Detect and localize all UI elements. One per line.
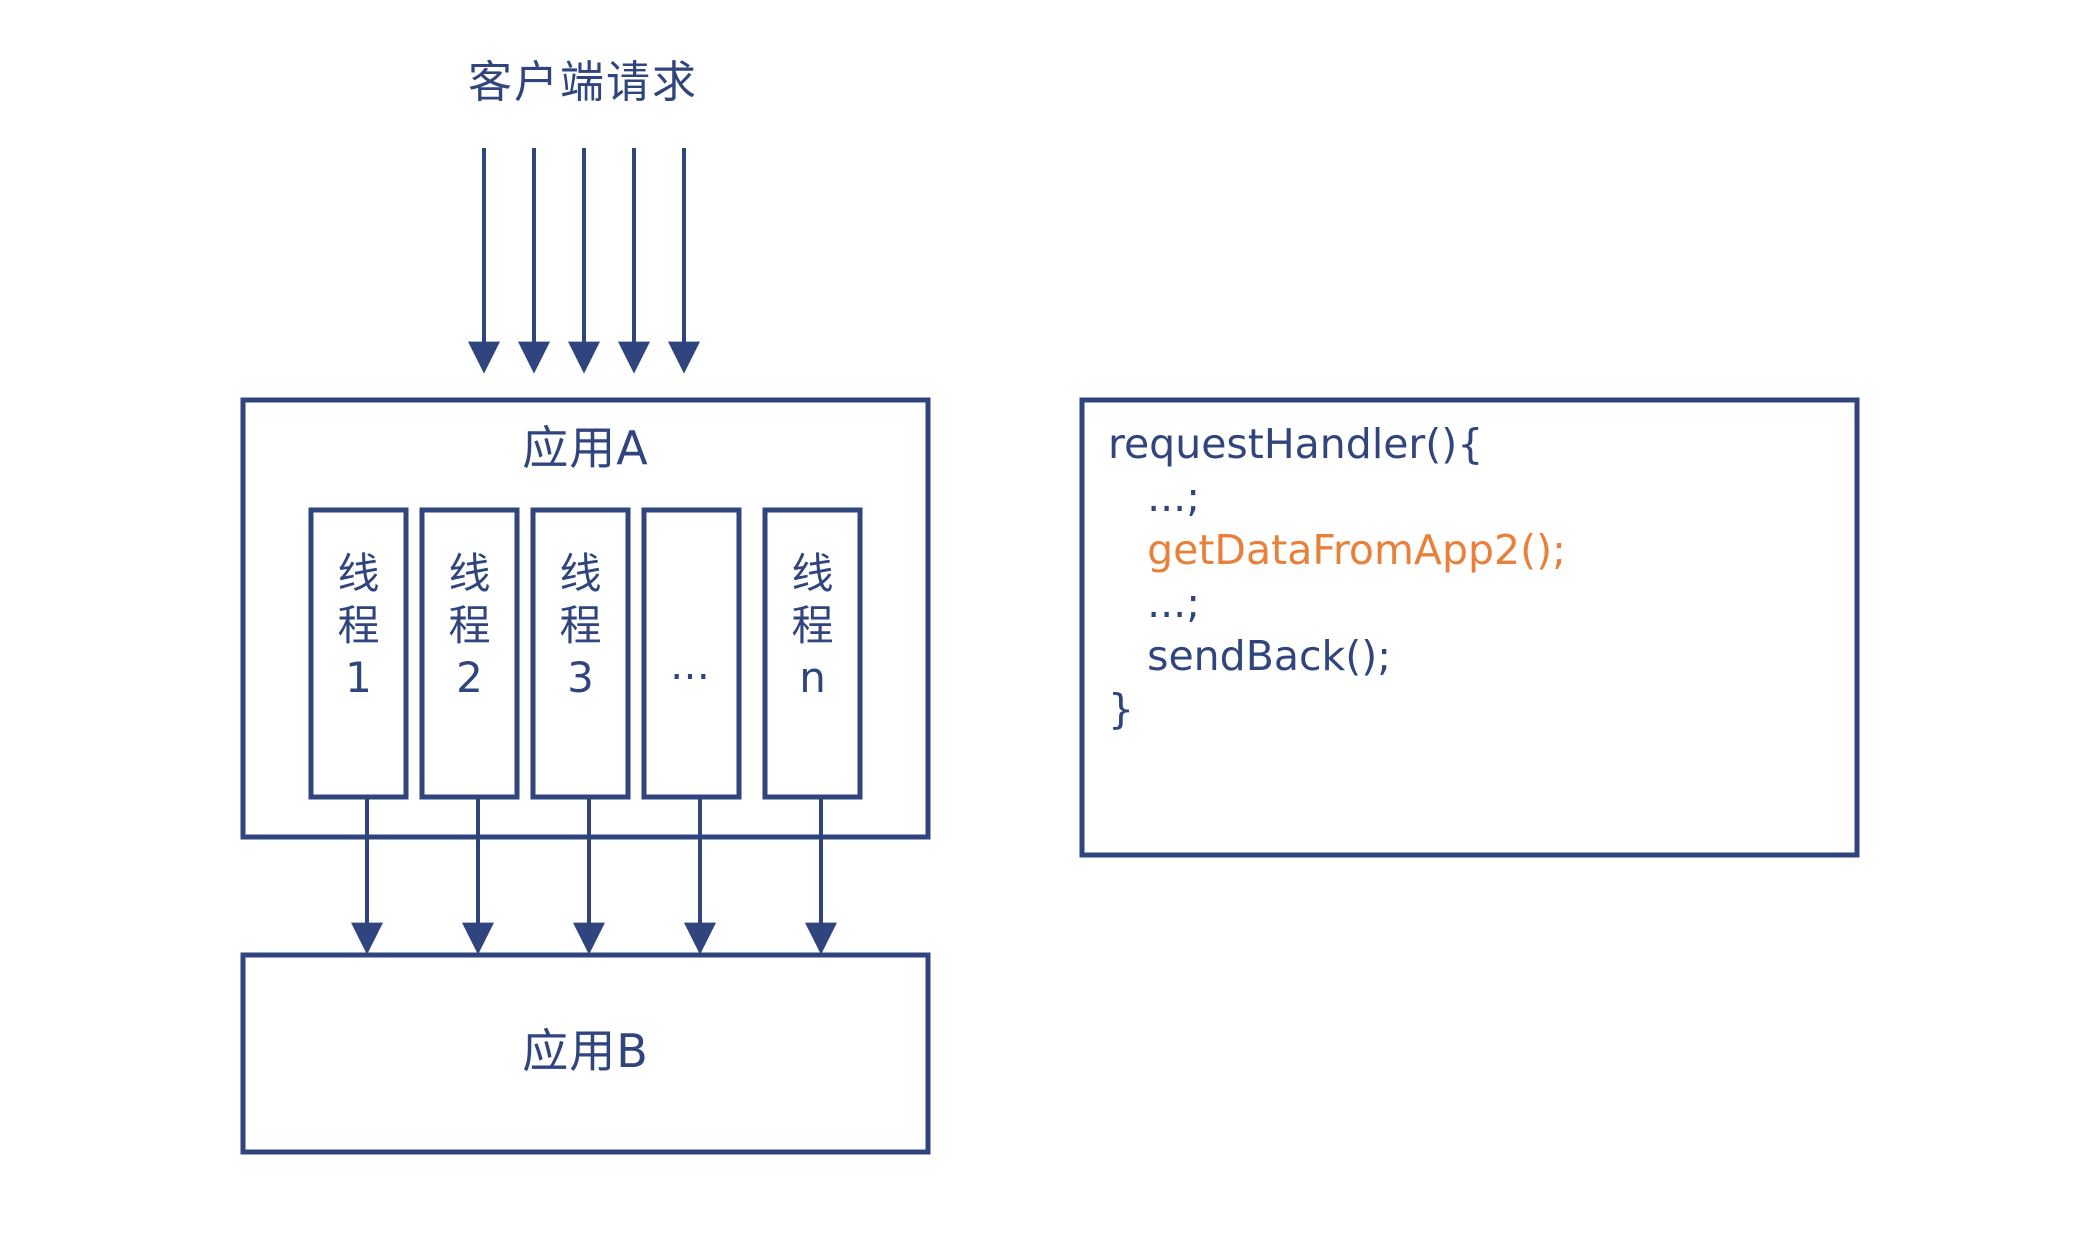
code-line-2: ...;: [1108, 473, 1201, 521]
thread-label-1: 线 程 1: [337, 549, 380, 702]
thread-label-n: 线 程 n: [791, 549, 834, 702]
thread-box-n: [762, 507, 863, 800]
app-a-title: 应用A: [522, 421, 649, 475]
thread-boxes-group: [308, 507, 863, 800]
thread-box-2: [419, 507, 520, 800]
thread-box-3: [530, 507, 631, 800]
thread-box-ellipsis: [641, 507, 742, 800]
client-request-label: 客户端请求: [468, 57, 698, 108]
incoming-arrows-group: [468, 148, 700, 374]
thread-label-2: 线 程 2: [448, 549, 491, 702]
outgoing-arrows-group: [351, 797, 837, 955]
code-line-6: }: [1108, 685, 1135, 733]
app-b-title: 应用B: [522, 1024, 649, 1078]
code-line-4: ...;: [1108, 579, 1201, 627]
thread-label-ellipsis: …: [670, 643, 713, 689]
code-panel-box: [1079, 397, 1860, 858]
code-panel-text: requestHandler(){ ...; getDataFromApp2()…: [1108, 418, 1838, 736]
code-line-3: getDataFromApp2();: [1108, 526, 1566, 574]
app-b-box: [240, 952, 931, 1155]
thread-box-1: [308, 507, 409, 800]
code-line-5: sendBack();: [1108, 632, 1392, 680]
thread-label-3: 线 程 3: [559, 549, 602, 702]
code-line-1: requestHandler(){: [1108, 420, 1484, 468]
